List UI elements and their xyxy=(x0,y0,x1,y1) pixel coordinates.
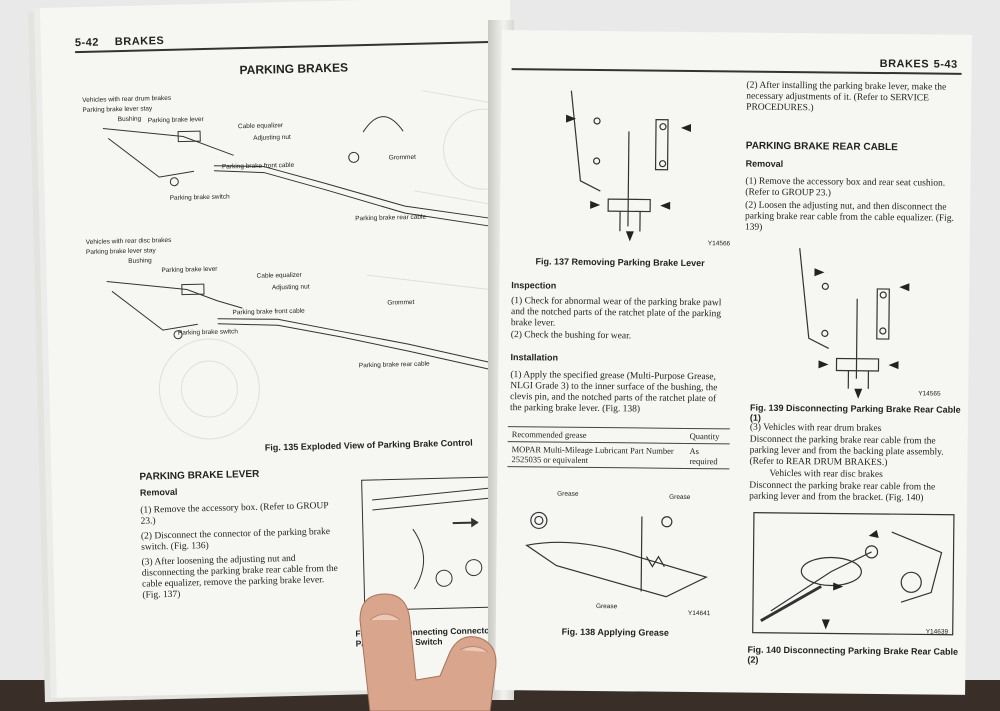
fig139-caption: Fig. 139 Disconnecting Parking Brake Rea… xyxy=(749,402,961,423)
step3-heading: (3) Vehicles with rear drum brakes xyxy=(749,422,882,434)
removal-subheading: Removal xyxy=(139,486,178,498)
label-d1-7: Parking brake switch xyxy=(169,193,230,202)
label-d2-4: Cable equalizer xyxy=(256,271,302,280)
removal-step-2: (2) Disconnect the connector of the park… xyxy=(140,527,331,553)
page-number-left: 5-42 xyxy=(74,36,100,50)
fig140-caption: Fig. 140 Disconnecting Parking Brake Rea… xyxy=(747,644,959,665)
rear-cable-step-1: (1) Remove the accessory box and rear se… xyxy=(745,176,946,199)
install-step-2: (2) After installing the parking brake l… xyxy=(746,80,947,114)
disc-text: Disconnect the parking brake rear cable … xyxy=(749,480,936,504)
fig138-illustration xyxy=(525,511,708,598)
label-d1-5: Adjusting nut xyxy=(253,133,291,142)
right-page: BRAKES 5-43 Y14566 Fig. 137 Removing Par… xyxy=(495,30,972,695)
fig138-label-3: Grease xyxy=(595,603,618,611)
fig140-illustration xyxy=(752,512,955,636)
fig137-caption: Fig. 137 Removing Parking Brake Lever xyxy=(535,256,705,269)
installation-heading: Installation xyxy=(510,352,559,363)
installation-step-1: (1) Apply the specified grease (Multi-Pu… xyxy=(509,370,718,415)
section-title-right: BRAKES xyxy=(879,57,930,71)
step3-text: Disconnect the parking brake rear cable … xyxy=(749,434,944,469)
fig137-illustration xyxy=(566,90,692,242)
rear-cable-heading: PARKING BRAKE REAR CABLE xyxy=(745,140,898,154)
exploded-diagram-drum xyxy=(102,90,525,228)
grease-table-header-2: Quantity xyxy=(685,428,730,444)
rear-cable-removal-heading: Removal xyxy=(745,158,784,169)
fig138-label-1: Grease xyxy=(557,490,579,498)
label-d1-4: Cable equalizer xyxy=(237,122,284,131)
label-d2-5: Adjusting nut xyxy=(271,283,310,292)
inspection-step-1: (1) Check for abnormal wear of the parki… xyxy=(510,296,722,329)
fig138-code: Y14641 xyxy=(687,609,711,618)
label-d1-8: Grommet xyxy=(388,153,416,162)
hand-photo xyxy=(359,593,497,711)
inspection-heading: Inspection xyxy=(511,280,557,291)
disc-heading: Vehicles with rear disc brakes xyxy=(769,468,883,481)
label-d2-2: Bushing xyxy=(128,257,152,265)
fig135-caption: Fig. 135 Exploded View of Parking Brake … xyxy=(264,437,473,453)
section-title-left: BRAKES xyxy=(114,34,165,49)
grease-table: Recommended grease Quantity MOPAR Multi-… xyxy=(507,426,730,469)
removal-step-1: (1) Remove the accessory box. (Refer to … xyxy=(140,501,329,527)
label-d1-3: Parking brake lever xyxy=(147,116,204,125)
label-d2-8: Grommet xyxy=(387,298,415,307)
grease-table-cell-1: MOPAR Multi-Mileage Lubricant Part Numbe… xyxy=(507,441,686,469)
label-d2-7: Parking brake switch xyxy=(177,328,239,337)
page-number-right: 5-43 xyxy=(933,58,958,71)
parking-brake-lever-heading: PARKING BRAKE LEVER xyxy=(139,468,260,483)
fig140-code: Y14639 xyxy=(925,628,949,636)
rear-cable-step-2: (2) Loosen the adjusting nut, and then d… xyxy=(744,200,955,233)
fig139-code: Y14565 xyxy=(918,390,941,398)
fig138-label-2: Grease xyxy=(669,493,691,501)
label-d2-3: Parking brake lever xyxy=(161,265,218,275)
inspection-step-2: (2) Check the bushing for wear. xyxy=(510,330,632,342)
label-d1-2: Bushing xyxy=(117,115,142,124)
grease-table-cell-2: As required xyxy=(685,443,730,469)
fig139-illustration xyxy=(799,248,910,399)
fig137-code: Y14566 xyxy=(707,240,731,248)
fig138-caption: Fig. 138 Applying Grease xyxy=(561,626,669,638)
